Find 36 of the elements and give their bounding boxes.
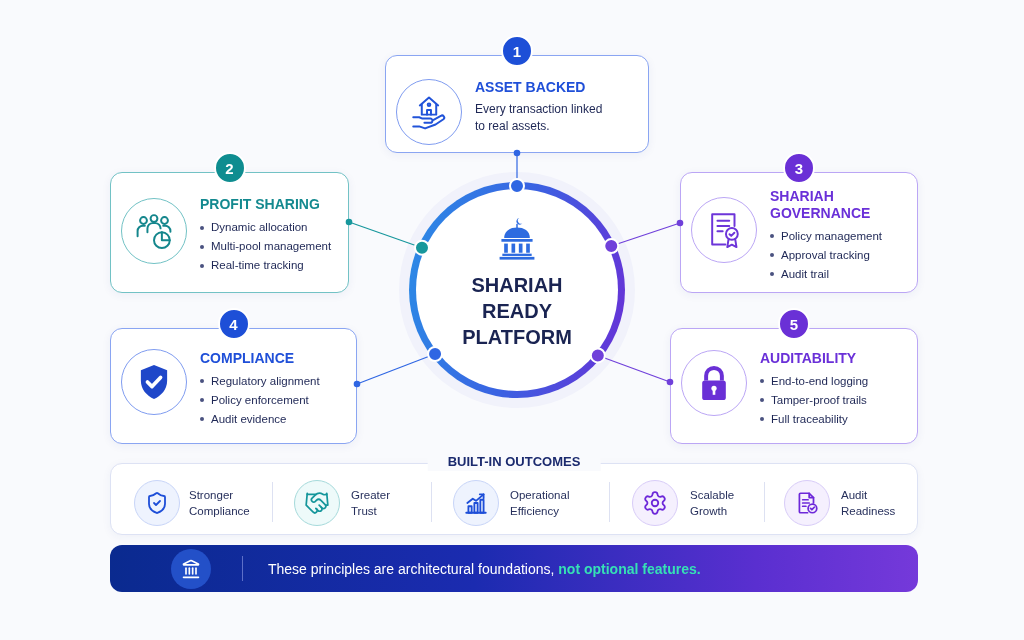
connector-line <box>345 218 430 256</box>
outcome-label: Scalable Growth <box>690 488 735 519</box>
platform-title: SHARIAH READY PLATFORM <box>461 273 573 350</box>
card-title: SHARIAH GOVERNANCE <box>770 187 872 222</box>
card-title: COMPLIANCE <box>200 349 296 367</box>
connector-line <box>603 219 684 255</box>
outcome-label: Stronger Compliance <box>189 488 250 519</box>
connector-line <box>353 346 444 388</box>
banner-text: These principles are architectural foundations, not optional features. <box>268 559 701 578</box>
bullet-item: Full traceability <box>771 411 848 427</box>
card-title: PROFIT SHARING <box>200 196 321 213</box>
bullet-item: Audit evidence <box>211 411 287 427</box>
bullet-item: Regulatory alignment <box>211 373 320 389</box>
bullet-item: Tamper-proof trails <box>771 392 867 408</box>
number-badge: 5 <box>778 308 810 340</box>
number-badge: 2 <box>213 152 246 184</box>
outcome-label: Audit Readiness <box>841 488 896 519</box>
number-badge: 3 <box>783 152 815 184</box>
bullet-item: Multi-pool management <box>211 239 332 254</box>
bullet-item: Policy management <box>781 228 882 244</box>
outcome-label: Greater Trust <box>351 488 390 519</box>
card-description: Every transaction linked to real assets. <box>475 101 604 135</box>
card-title: AUDITABILITY <box>760 349 858 367</box>
outcome-label: Operational Efficiency <box>510 488 570 519</box>
number-badge: 1 <box>501 35 533 67</box>
connector-line <box>509 149 525 194</box>
bullet-item: Real-time tracking <box>211 258 304 273</box>
number-badge: 4 <box>217 308 250 340</box>
banner <box>110 545 918 592</box>
card-title: ASSET BACKED <box>475 79 587 96</box>
bullet-item: Policy enforcement <box>211 392 309 408</box>
bullet-item: Dynamic allocation <box>211 220 308 235</box>
bullet-item: Audit trail <box>781 266 829 282</box>
bullet-item: Approval tracking <box>781 247 870 263</box>
bullet-item: End-to-end logging <box>771 373 869 389</box>
connector-line <box>589 347 674 386</box>
